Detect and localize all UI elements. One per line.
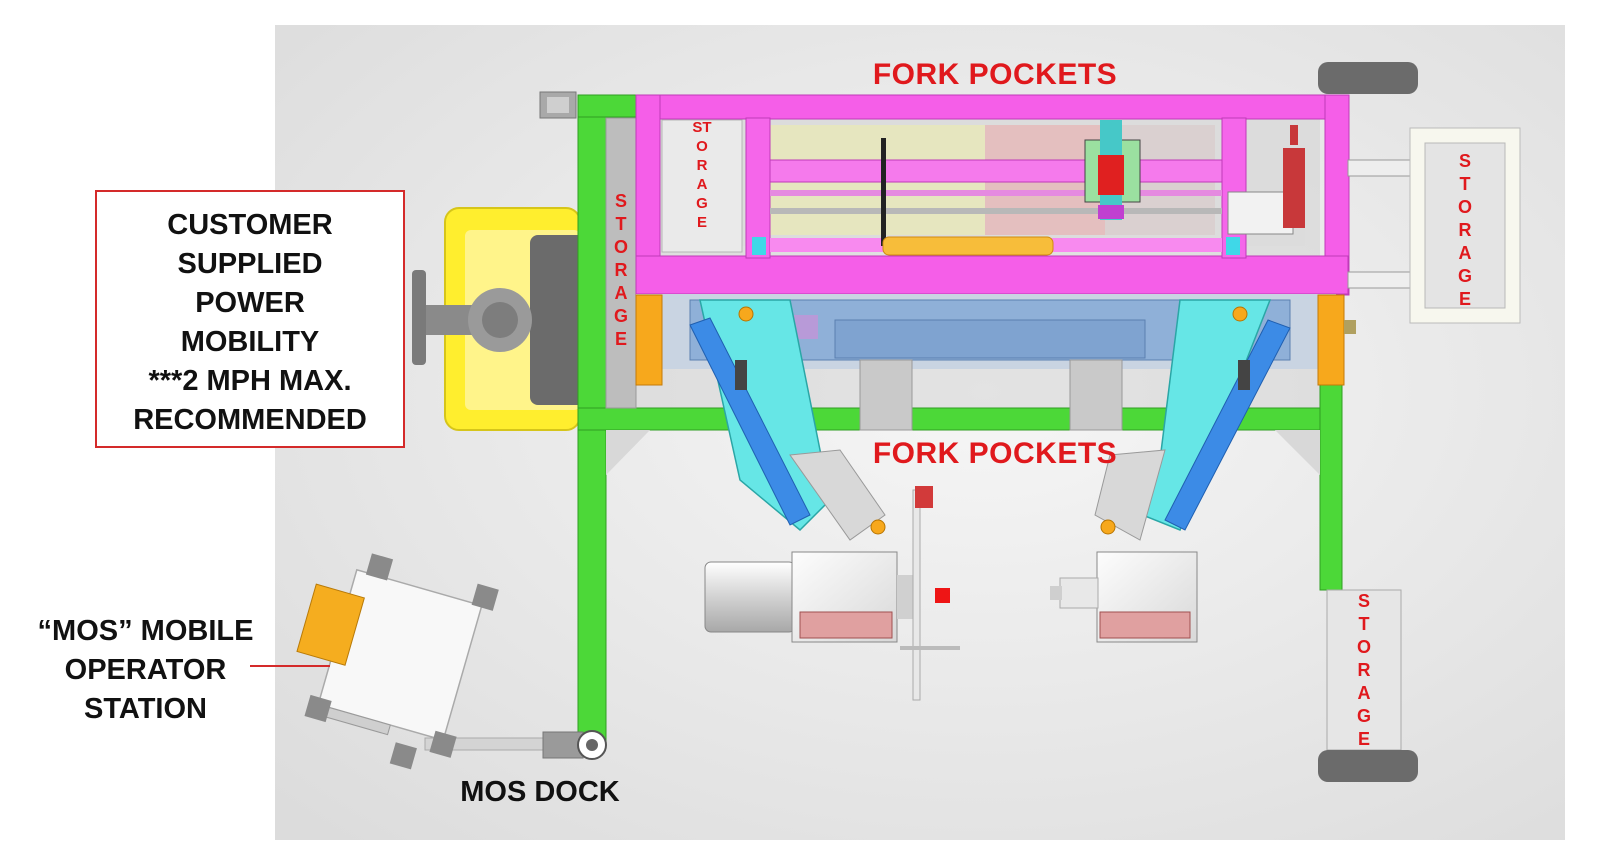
right-clamp-arm xyxy=(1050,299,1291,643)
mos-station-label: “MOS” MOBILE OPERATOR STATION xyxy=(37,615,254,725)
storage-label-inner: STORAGE xyxy=(692,119,712,231)
fork-pockets-top-label: FORK POCKETS xyxy=(872,58,1118,91)
power-mobility-unit xyxy=(412,207,585,431)
mos-dock xyxy=(424,730,607,760)
mos-dock-label: MOS DOCK xyxy=(460,776,620,808)
fork-pockets-middle-label: FORK POCKETS xyxy=(872,437,1118,470)
storage-label-left: STORAGE xyxy=(613,191,628,349)
customer-power-text: CUSTOMER SUPPLIED POWER MOBILITY ***2 MP… xyxy=(133,209,367,436)
fork-pocket-frame xyxy=(635,94,1350,296)
storage-bin-right-top xyxy=(1318,62,1521,324)
storage-label-right-top: STORAGE xyxy=(1457,151,1472,309)
storage-panel-inner xyxy=(661,119,743,253)
storage-bin-right-bottom xyxy=(1318,589,1418,782)
storage-label-right-bottom: STORAGE xyxy=(1356,591,1371,749)
customer-power-callout: CUSTOMER SUPPLIED POWER MOBILITY ***2 MP… xyxy=(95,190,405,448)
mos-station xyxy=(296,553,499,770)
left-clamp-arm xyxy=(689,299,960,701)
storage-tube-left xyxy=(605,117,637,409)
